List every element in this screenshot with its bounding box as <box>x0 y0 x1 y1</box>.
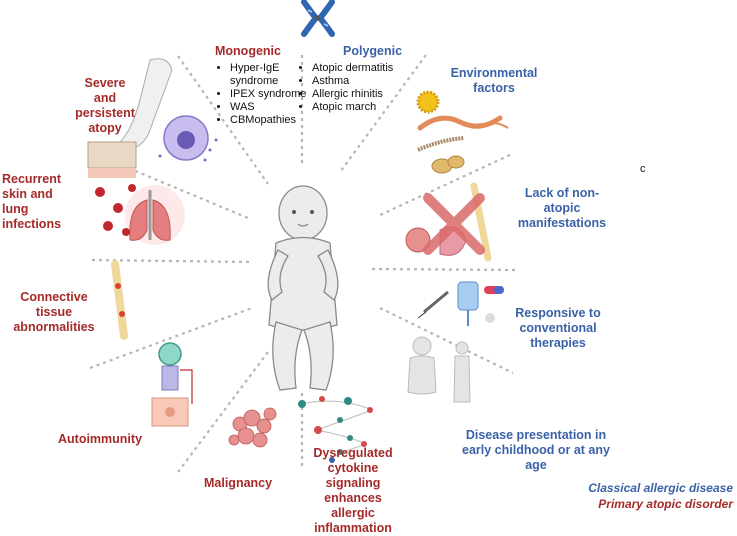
pill-icon <box>484 286 504 323</box>
mast-cell-icon <box>158 115 218 162</box>
list-item: Atopic march <box>312 101 422 114</box>
list-item: Hyper-IgE syndrome <box>230 62 330 88</box>
divider-upper-right <box>339 54 427 173</box>
legend-classical: Classical allergic disease <box>588 481 733 495</box>
pollen-icon <box>416 90 440 114</box>
label-lack-non-atopic: Lack of non- atopic manifestations <box>517 186 607 230</box>
polygenic-title: Polygenic <box>343 44 403 58</box>
list-item: WAS <box>230 101 330 114</box>
t-cell-icon <box>151 342 193 427</box>
label-cytokine-signaling: Dysregulated cytokine signaling enhances… <box>313 446 393 535</box>
label-autoimmunity: Autoimmunity <box>58 432 143 446</box>
list-item: Atopic dermatitis <box>312 62 422 75</box>
polygenic-list: Atopic dermatitis Asthma Allergic rhinit… <box>300 62 422 114</box>
divider-right <box>371 267 516 272</box>
list-item: IPEX syndrome <box>230 88 330 101</box>
list-item: Asthma <box>312 75 422 88</box>
label-environmental-factors: Environmental factors <box>450 66 538 95</box>
syringe-icon <box>417 290 449 319</box>
divider-left-lower <box>89 306 253 370</box>
divider-lines <box>89 54 516 473</box>
tumor-icon <box>228 407 277 448</box>
label-recurrent-infections: Recurrent skin and lung infections <box>2 172 62 231</box>
iv-bag-icon <box>457 281 479 326</box>
label-disease-presentation: Disease presentation in early childhood … <box>462 428 610 472</box>
list-item: Allergic rhinitis <box>312 88 422 101</box>
parasite-icon <box>417 115 509 152</box>
list-item: CBMopathies <box>230 114 330 127</box>
divider-upper-left <box>177 55 269 185</box>
label-severe-atopy: Severe and persistent atopy <box>75 76 135 135</box>
monogenic-title: Monogenic <box>215 44 281 58</box>
label-responsive-therapies: Responsive to conventional therapies <box>515 306 601 350</box>
organs-icon <box>405 182 492 262</box>
label-connective-tissue: Connective tissue abnormalities <box>13 290 95 334</box>
cross-mark-icon <box>423 193 485 255</box>
bone-icon <box>111 260 128 340</box>
label-malignancy: Malignancy <box>204 476 273 490</box>
infant-figure-icon <box>267 185 339 391</box>
lungs-icon <box>125 185 185 245</box>
skin-arm-icon <box>119 58 173 151</box>
child-figures-icon <box>407 336 471 403</box>
corner-letter: c <box>640 163 646 175</box>
divider-left <box>91 258 251 264</box>
legend-primary: Primary atopic disorder <box>598 497 733 511</box>
monogenic-list: Hyper-IgE syndrome IPEX syndrome WAS CBM… <box>218 62 330 127</box>
cytokine-cascade-icon <box>298 396 374 463</box>
divider-right-upper <box>379 154 511 216</box>
peanut-icon <box>431 155 465 174</box>
virus-icon <box>95 184 136 236</box>
chromosome-icon <box>301 0 335 37</box>
skin-layer-icon <box>87 141 137 178</box>
